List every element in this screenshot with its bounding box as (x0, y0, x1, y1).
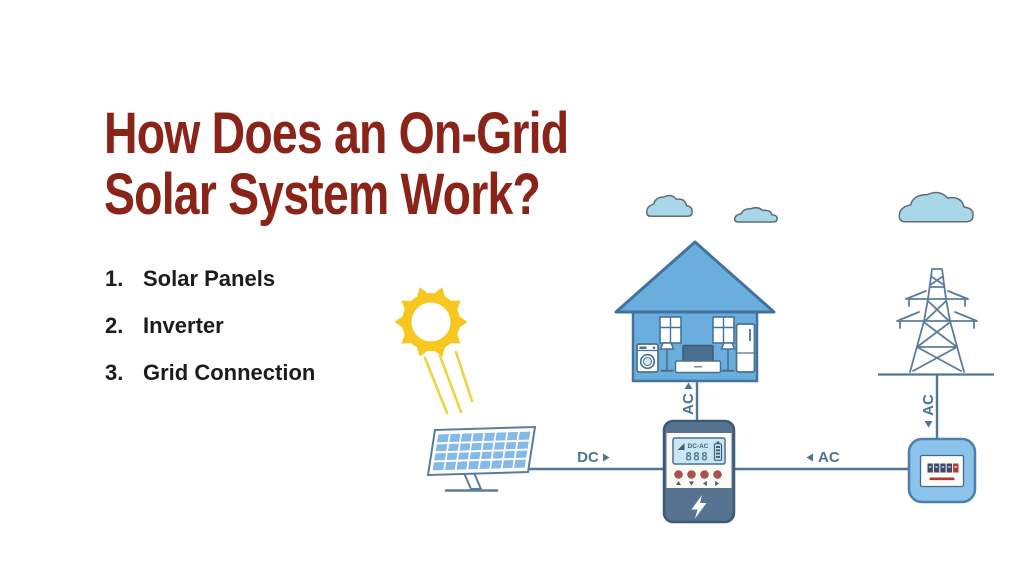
house (614, 240, 776, 383)
sun-icon (394, 287, 474, 415)
list-item-grid-connection: 3. Grid Connection (105, 360, 315, 386)
window-icon (712, 316, 735, 344)
washing-machine-icon (636, 343, 659, 373)
list-item-solar-panels: 1. Solar Panels (105, 266, 315, 292)
arrow-left-icon (806, 453, 813, 462)
svg-text:AC: AC (818, 449, 840, 466)
svg-text:AC: AC (680, 393, 697, 415)
tv-icon (674, 344, 722, 374)
arrow-up-icon (676, 481, 681, 485)
inverter-buttons (674, 470, 722, 479)
house-roof (614, 240, 776, 314)
solar-panel (428, 427, 535, 492)
cloud-icon (898, 191, 975, 223)
step-label: Grid Connection (143, 360, 316, 385)
page-title: How Does an On-Grid Solar System Work? (104, 101, 569, 228)
fridge-icon (735, 323, 756, 373)
battery-icon (713, 441, 723, 461)
list-item-inverter: 2. Inverter (105, 313, 315, 339)
ac-label-grid: AC (920, 394, 937, 428)
cloud-icon (734, 207, 778, 223)
sun-rays (423, 350, 474, 415)
svg-text:DC: DC (577, 449, 599, 466)
arrow-right-icon (603, 453, 610, 462)
step-number: 1. (105, 266, 124, 291)
floor-lamp-icon (720, 342, 736, 372)
signal-icon (677, 443, 685, 450)
inverter-display: DC-AC 888 (672, 437, 726, 465)
window-icon (659, 316, 682, 344)
ac-label-house: AC (680, 382, 697, 415)
step-label: Inverter (143, 313, 224, 338)
inverter: DC-AC 888 (662, 419, 736, 524)
lightning-bolt-icon (691, 495, 707, 519)
arrow-down-icon (924, 421, 933, 428)
display-value: 888 (685, 450, 709, 464)
cloud-icon (646, 194, 693, 217)
steps-list: 1. Solar Panels 2. Inverter 3. Grid Conn… (105, 266, 315, 407)
title-line-1: How Does an On-Grid (104, 101, 569, 166)
step-number: 2. (105, 313, 124, 338)
arrow-right-icon (715, 481, 719, 486)
arrow-up-icon (684, 382, 693, 389)
arrow-left-icon (703, 481, 707, 486)
svg-text:AC: AC (920, 394, 937, 416)
dc-label: DC (577, 449, 610, 466)
step-number: 3. (105, 360, 124, 385)
grid-tower-icon (878, 268, 994, 376)
title-line-2: Solar System Work? (104, 162, 541, 228)
ac-label-meter: AC (806, 449, 840, 466)
display-mode-label: DC-AC (688, 443, 709, 450)
arrow-down-icon (689, 481, 694, 486)
meter-display (927, 463, 959, 481)
electricity-meter (907, 437, 977, 504)
step-label: Solar Panels (143, 266, 276, 291)
floor-lamp-icon (659, 342, 675, 372)
